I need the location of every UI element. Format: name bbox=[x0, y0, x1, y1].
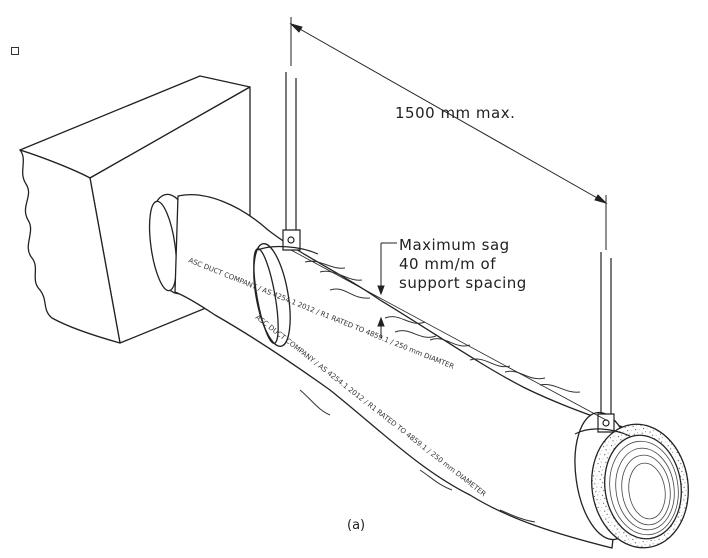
corner-marker bbox=[11, 47, 19, 55]
sag-note-line-2: 40 mm/m of bbox=[399, 255, 496, 273]
dimension-label: 1500 mm max. bbox=[395, 104, 516, 122]
plenum-broken-edge bbox=[19, 149, 121, 344]
sag-note: Maximum sag 40 mm/m of support spacing bbox=[399, 236, 527, 293]
dimension-line bbox=[289, 17, 608, 250]
sag-note-line-3: support spacing bbox=[399, 274, 527, 292]
hanger-left bbox=[257, 72, 319, 255]
figure-caption: (a) bbox=[347, 518, 366, 533]
sag-note-line-1: Maximum sag bbox=[399, 236, 510, 254]
hanger-right bbox=[574, 252, 631, 437]
sag-indicator bbox=[290, 242, 607, 421]
flexible-duct bbox=[174, 194, 626, 549]
end-collar bbox=[574, 411, 689, 549]
duct-wrinkles bbox=[299, 260, 581, 523]
